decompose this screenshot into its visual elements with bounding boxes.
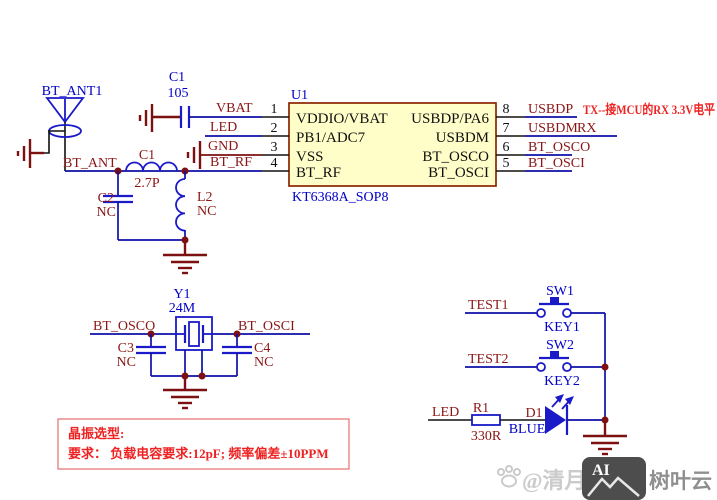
note-title: 晶振选型: (68, 426, 124, 441)
r1-value: 330R (471, 429, 502, 444)
ai-badge: AI (582, 457, 646, 500)
pin-number-5: 5 (503, 156, 510, 171)
sw1-designator: SW1 (546, 284, 574, 299)
usb-net-section: USBDP USBDM RX BT_OSCO BT_OSCI TX--接MCU的… (525, 102, 715, 172)
crystal-section: Y1 24M BT_OSCO BT_OSCI C3 NC C4 (90, 287, 310, 410)
chip-designator: U1 (291, 88, 308, 103)
junction-dot (601, 363, 609, 371)
led-section: LED R1 330R D1 BLUE (428, 394, 627, 456)
net-label-usbdm: USBDM (528, 121, 578, 136)
antenna-icon (45, 97, 85, 124)
c4-designator: C4 (254, 341, 270, 356)
inductor-l2-icon (175, 178, 186, 232)
net-label-osco: BT_OSCO (93, 319, 155, 334)
net-label-vbat: VBAT (216, 101, 253, 116)
pin-number-3: 3 (271, 140, 278, 155)
net-label-bt-rf: BT_RF (210, 155, 252, 170)
junction-dot (198, 372, 206, 380)
c4-value: NC (254, 355, 273, 370)
pin-name-btosci: BT_OSCI (428, 165, 489, 181)
button-sw1-icon (536, 297, 572, 318)
crystal-note-box: 晶振选型: 要求： 负载电容要求:12pF; 频率偏差±10PPM (57, 418, 350, 470)
ground-symbol-led (583, 420, 627, 456)
tx-annotation: TX--接MCU的RX 3.3V电平 (583, 102, 715, 117)
chip-body (288, 102, 497, 187)
pin-name-pb1: PB1/ADC7 (296, 130, 366, 146)
antenna-ground-wire (44, 130, 65, 154)
net-label-test2: TEST2 (468, 352, 508, 367)
sw2-designator: SW2 (546, 338, 574, 353)
y1-value: 24M (169, 301, 196, 316)
net-label-gnd: GND (208, 139, 238, 154)
pin-name-btrf: BT_RF (296, 165, 341, 181)
pin-number-2: 2 (271, 121, 278, 136)
vbat-input-section: C1 105 VBAT (138, 70, 262, 132)
capacitor-c1-icon (179, 106, 191, 128)
r1-designator: R1 (473, 401, 489, 416)
chip-left-pins: 1 2 3 4 VDDIO/VBAT PB1/ADC7 VSS BT_RF (262, 102, 388, 181)
net-label-bt-ant: BT_ANT (63, 156, 117, 171)
buttons-section: SW1 TEST1 KEY1 SW2 TEST2 KEY2 (465, 284, 609, 420)
pin-number-4: 4 (271, 156, 278, 171)
pin-number-1: 1 (271, 102, 278, 117)
mountain-icon (587, 476, 640, 497)
y1-designator: Y1 (173, 287, 190, 302)
paw-icon (497, 465, 521, 488)
capacitor-c4-icon (222, 345, 252, 355)
crystal-y1-icon (175, 316, 213, 351)
pin-name-usbdm: USBDM (436, 130, 489, 146)
rf-filter-section: BT_RF C1 2.7P C2 NC L2 NC (65, 148, 262, 275)
pin-number-8: 8 (503, 102, 510, 117)
d1-value: BLUE (509, 422, 546, 437)
capacitor-c3-icon (136, 345, 166, 355)
series-ind-value: 2.7P (134, 176, 160, 191)
ai-badge-label: AI (592, 462, 610, 479)
pin-name-usbdp: USBDP/PA6 (411, 111, 489, 127)
net-label-btosco: BT_OSCO (528, 140, 590, 155)
net-label-led-row: LED (432, 405, 459, 420)
sw1-value: KEY1 (544, 320, 580, 335)
net-label-rx: RX (577, 121, 596, 136)
antenna-designator: BT_ANT1 (42, 84, 103, 99)
button-sw2-icon (536, 351, 572, 372)
net-label-usbdp: USBDP (528, 102, 573, 117)
led-d1-icon (545, 394, 574, 435)
antenna-section: BT_ANT1 BT_ANT (16, 84, 117, 171)
chip-part-number: KT6368A_SOP8 (292, 190, 388, 205)
net-label-osci: BT_OSCI (238, 319, 295, 334)
c1-value: 105 (168, 86, 189, 101)
pin-name-btosco: BT_OSCO (422, 149, 489, 165)
sw2-value: KEY2 (544, 374, 580, 389)
series-ind-designator: C1 (139, 148, 155, 163)
note-border (57, 418, 350, 470)
c2-value: NC (97, 205, 116, 220)
ground-symbol-crystal (163, 376, 207, 410)
c3-designator: C3 (118, 341, 134, 356)
ground-symbol-vss (186, 141, 202, 169)
net-label-test1: TEST1 (468, 298, 508, 313)
pin-name-vddio: VDDIO/VBAT (296, 111, 388, 127)
c1-designator: C1 (169, 70, 185, 85)
note-body: 要求： 负载电容要求:12pF; 频率偏差±10PPM (68, 446, 329, 461)
chip-u1: U1 KT6368A_SOP8 1 2 3 4 VDDIO/VBAT PB1/A… (262, 88, 525, 205)
ground-symbol-vbat (138, 104, 181, 132)
net-label-btosci: BT_OSCI (528, 156, 585, 171)
watermark: @清月电子 AI 树叶云 (497, 457, 712, 500)
watermark-brand: 树叶云 (649, 469, 712, 493)
resistor-r1-icon (471, 414, 501, 426)
pin-number-7: 7 (503, 121, 510, 136)
pin-name-vss: VSS (296, 149, 324, 165)
ground-symbol-antenna (16, 139, 44, 168)
ground-symbol-rf (163, 240, 207, 275)
c3-value: NC (117, 355, 136, 370)
d1-designator: D1 (525, 406, 542, 421)
inductor-c1-icon (125, 161, 178, 172)
c2-designator: C2 (98, 191, 114, 206)
l2-designator: L2 (197, 190, 213, 205)
net-label-led: LED (210, 120, 237, 135)
chip-right-pins: 8 7 6 5 USBDP/PA6 USBDM BT_OSCO BT_OSCI (411, 102, 525, 181)
l2-value: NC (197, 204, 216, 219)
pin-number-6: 6 (503, 140, 510, 155)
